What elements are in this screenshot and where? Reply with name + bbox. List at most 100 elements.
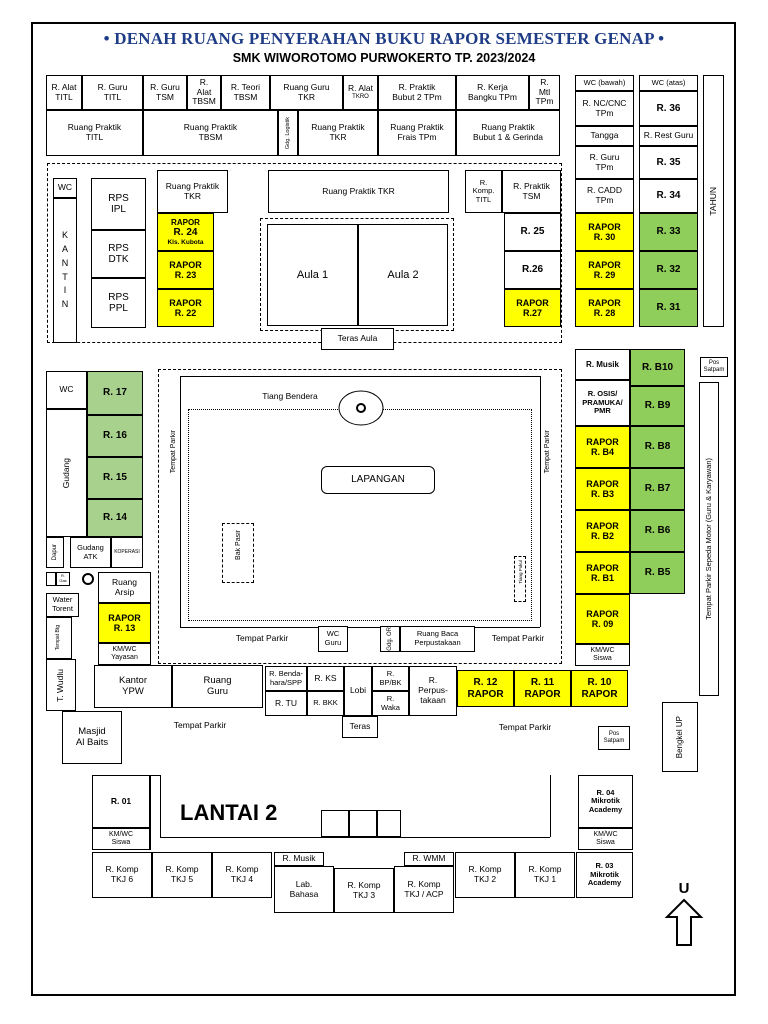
- room-koperasi: KOPERASI: [111, 537, 143, 568]
- room-r-gas: R. Gas: [56, 572, 70, 586]
- r12-label: R. 12: [473, 677, 498, 688]
- room-r-b8: R. B8: [630, 426, 685, 468]
- room-aula1: Aula 1: [267, 224, 358, 326]
- room-r14: R. 14: [87, 499, 143, 537]
- room-r-guru-tpm: R. Guru TPm: [575, 146, 634, 179]
- room-t-wudlu: T. Wudlu: [46, 659, 76, 711]
- room-r-komp-tkj2: R. Komp TKJ 2: [455, 852, 515, 898]
- bak-pasir: [222, 523, 254, 583]
- room-r17: R. 17: [87, 371, 143, 415]
- room-kantor-ypw: Kantor YPW: [94, 665, 172, 708]
- room-r-cadd: R. CADD TPm: [575, 179, 634, 213]
- l2-inner-right: [550, 775, 551, 837]
- label-tempat-parkir-left: Tempat Parkir: [163, 430, 183, 510]
- r24-label: R. 24: [173, 227, 198, 239]
- room-gudang-atk: Gudang ATK: [70, 537, 111, 568]
- room-r-musik-2: R. Musik: [274, 852, 324, 866]
- room-r-komp-tkj6: R. Komp TKJ 6: [92, 852, 152, 898]
- room-rp-tsm: R. Praktik TSM: [502, 170, 561, 213]
- lapangan-outer-top: [180, 376, 540, 377]
- rapor-label: RAPOR: [588, 221, 621, 232]
- room-tkro-label: TKRO: [352, 93, 369, 100]
- room-r-ks: R. KS: [307, 666, 344, 691]
- flagpole-icon: [338, 390, 384, 426]
- rapor-label: RAPOR: [108, 612, 141, 623]
- label-tiang-pukul-wrap: Tiang Pukul: [515, 560, 525, 598]
- r-b4-label: R. B4: [590, 447, 614, 457]
- lapangan-field: [188, 409, 532, 621]
- room-gdg-or: Gdg. OR: [380, 626, 400, 652]
- room-teras-aula: Teras Aula: [321, 328, 394, 350]
- r23-label: R. 23: [174, 270, 197, 280]
- label-tempat-parkir-br: Tempat Parkir: [498, 722, 552, 732]
- rapor-label: RAPOR: [586, 562, 619, 573]
- room-r-osis: R. OSIS/ PRAMUKA/ PMR: [575, 380, 630, 426]
- room-pos-satpam-bottom: Pos Satpam: [598, 726, 630, 750]
- room-r-nccnc: R. NC/CNC TPm: [575, 91, 634, 126]
- label-tempat-parkir-bottom-left: Tempat Parkir: [235, 633, 289, 643]
- room-r-bkk: R. BKK: [307, 691, 344, 716]
- room-r-bendahara: R. Benda- hara/SPP: [265, 666, 307, 691]
- rapor-label: RAPOR: [467, 688, 504, 700]
- room-wc-2: WC: [46, 371, 87, 409]
- gdg-or-label: Gdg. OR: [386, 627, 393, 651]
- room-rps-ipl: RPS IPL: [91, 178, 146, 230]
- label-lapangan: LAPANGAN: [321, 466, 435, 494]
- room-r-komp-tkj5: R. Komp TKJ 5: [152, 852, 212, 898]
- l2-inner-left: [160, 775, 161, 837]
- r-b3-label: R. B3: [590, 489, 614, 499]
- t-wudlu-label: T. Wudlu: [55, 668, 66, 702]
- room-r26: R.26: [504, 251, 561, 289]
- label-tempat-parkir-bottom-right: Tempat Parkir: [491, 633, 545, 643]
- map-frame: [31, 22, 736, 996]
- room-r-alat-titl: R. Alat TITL: [46, 75, 82, 110]
- room-dapur: Dapur: [46, 537, 64, 568]
- room-r-a: [46, 572, 56, 586]
- room-r-b5: R. B5: [630, 552, 685, 594]
- tempat-parkir-left: Tempat Parkir: [169, 430, 177, 474]
- r13-label: R. 13: [113, 623, 136, 633]
- room-r-wmm: R. WMM: [404, 852, 454, 866]
- room-rp-titl: Ruang Praktik TITL: [46, 110, 143, 156]
- l2-wall-top-left: [150, 775, 160, 776]
- room-r03: R. 03 Mikrotik Academy: [576, 852, 633, 898]
- r10-label: R. 10: [587, 677, 612, 688]
- room-tangga: Tangga: [575, 126, 634, 146]
- room-kmwc-siswa-l2-left: KM/WC Siswa: [92, 828, 150, 850]
- room-rp-tbsm: Ruang Praktik TBSM: [143, 110, 278, 156]
- room-r04: R. 04 Mikrotik Academy: [578, 775, 633, 828]
- room-rp-tkr3: Ruang Praktik TKR: [268, 170, 449, 213]
- lapangan-outer-line: [180, 376, 181, 627]
- room-r-tu: R. TU: [265, 691, 307, 716]
- bengkel-up-label: Bengkel UP: [675, 715, 685, 759]
- room-tahun: TAHUN: [703, 75, 724, 327]
- north-arrow-icon: [664, 898, 704, 946]
- parkir-motor-label: Tempat Parkir Sepeda Motor (Guru & Karya…: [703, 458, 713, 620]
- room-r-b7: R. B7: [630, 468, 685, 510]
- room-teras: Teras: [342, 716, 378, 738]
- room-r31: R. 31: [639, 289, 698, 327]
- room-r-b10: R. B10: [630, 349, 685, 386]
- l2-inner-bottom: [160, 837, 550, 838]
- room-gudang: Gudang: [46, 409, 87, 537]
- tempat-parkir-right: Tempat Parkir: [543, 430, 551, 474]
- room-ruang-baca: Ruang Baca Perpustakaan: [400, 626, 475, 652]
- room-kmwc-yayasan: KM/WC Yayasan: [98, 643, 151, 665]
- label-bak-pasir-wrap: Bak Pasir: [228, 530, 248, 576]
- room-r34: R. 34: [639, 179, 698, 213]
- room-kantin: K A N T I N: [53, 198, 77, 343]
- label-lantai-2: LANTAI 2: [180, 800, 278, 825]
- room-r25: R. 25: [504, 213, 561, 251]
- room-rp-frais: Ruang Praktik Frais TPm: [378, 110, 456, 156]
- room-r36: R. 36: [639, 91, 698, 126]
- rapor-label: RAPOR: [586, 478, 619, 489]
- room-r-guru-titl: R. Guru TITL: [82, 75, 143, 110]
- rapor-label: RAPOR: [524, 688, 561, 700]
